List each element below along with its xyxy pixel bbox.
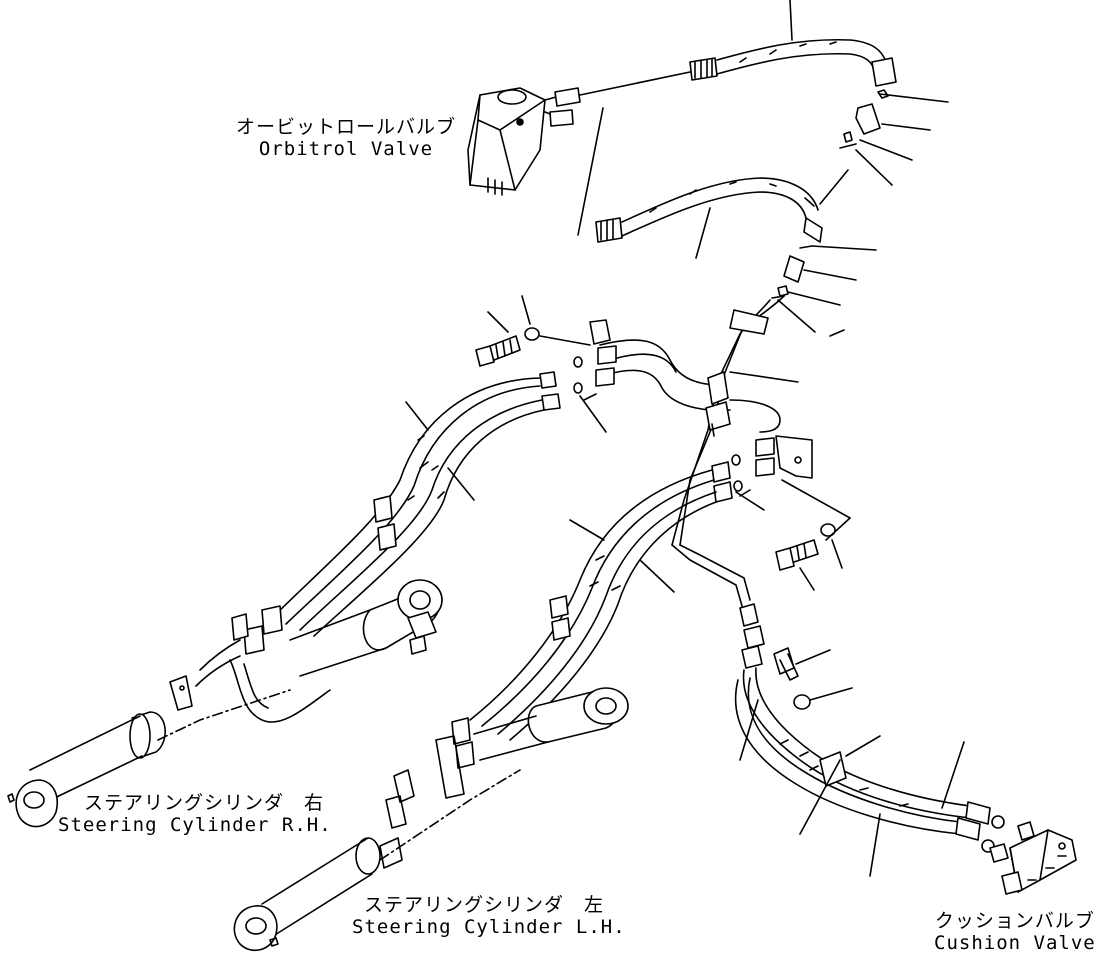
- right-bracket: [731, 435, 851, 569]
- orbitrol-valve: [467, 87, 566, 196]
- orbitrol-lower-hose: [595, 177, 823, 259]
- orbitrol-top-hose: [689, 0, 897, 87]
- steering-cylinder-rh-label-en: Steering Cylinder R.H.: [58, 814, 332, 836]
- steering-cylinder-lh-label-en: Steering Cylinder L.H.: [352, 916, 626, 938]
- orbitrol-valve-label-en: Orbitrol Valve: [258, 138, 434, 160]
- cushion-valve-label-jp: クッションバルブ: [934, 910, 1095, 932]
- cushion-valve-hoses: [671, 544, 1035, 877]
- lh-steering-cylinder: [233, 687, 629, 952]
- cushion-valve-label: クッションバルブ Cushion Valve: [934, 910, 1096, 954]
- left-bracket-bolt: [475, 295, 607, 433]
- orbitrol-valve-label: オービットロールバルブ Orbitrol Valve: [236, 116, 456, 160]
- central-steel-tubes: [599, 295, 799, 546]
- leader-lines-misc: [829, 329, 845, 337]
- cushion-valve: [1001, 829, 1077, 895]
- right-bracket-bolt: [775, 539, 819, 591]
- lh-cylinder-hoses: [435, 461, 733, 799]
- steering-cylinder-rh-label-jp: ステアリングシリンダ 右: [84, 792, 325, 814]
- orbitrol-fittings: [549, 71, 691, 236]
- cushion-valve-label-en: Cushion Valve: [934, 932, 1096, 954]
- rh-cylinder-hoses: [231, 371, 561, 655]
- left-bracket: [589, 319, 617, 387]
- middle-fittings-stack: [771, 245, 877, 333]
- orbitrol-valve-label-jp: オービットロールバルブ: [236, 116, 457, 138]
- rh-steering-cylinder: [7, 579, 443, 828]
- upper-fittings-stack: [819, 89, 949, 205]
- steering-cylinder-rh-label: ステアリングシリンダ 右 Steering Cylinder R.H.: [58, 792, 332, 836]
- cushion-bolt: [773, 647, 853, 710]
- steering-cylinder-lh-label-jp: ステアリングシリンダ 左: [364, 894, 605, 916]
- steering-cylinder-lh-label: ステアリングシリンダ 左 Steering Cylinder L.H.: [352, 894, 626, 938]
